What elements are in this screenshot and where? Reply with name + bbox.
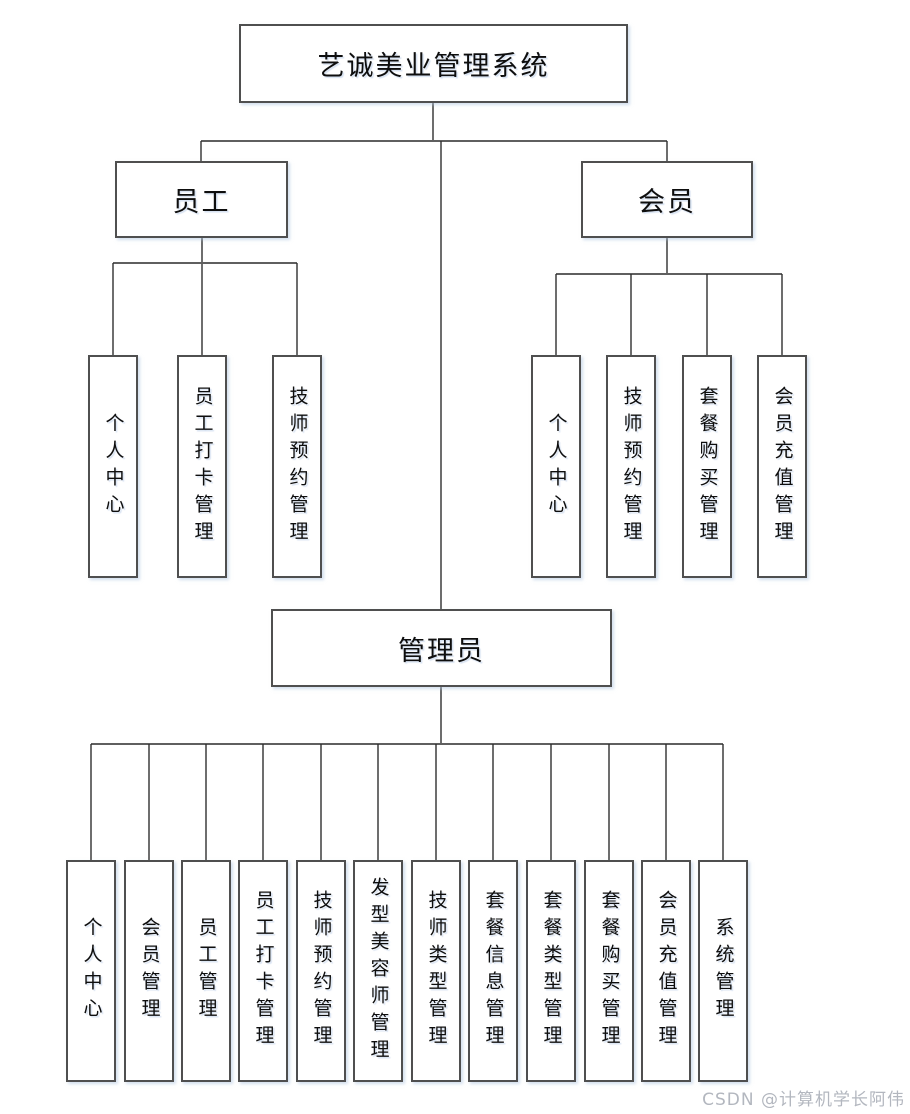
node-admin-member-mgmt: 会员管理 [124,860,174,1082]
csdn-watermark: CSDN @计算机学长阿伟 [702,1090,905,1110]
node-admin-technician-type-mgmt: 技师类型管理 [411,860,461,1082]
node-member: 会员 [581,161,753,238]
node-admin: 管理员 [271,609,612,687]
node-emp-technician-booking-mgmt: 技师预约管理 [272,355,322,578]
node-admin-system-mgmt: 系统管理 [698,860,748,1082]
node-mem-recharge-mgmt: 会员充值管理 [757,355,807,578]
node-admin-package-info-mgmt: 套餐信息管理 [468,860,518,1082]
node-emp-personal-center: 个人中心 [88,355,138,578]
node-emp-clockin-mgmt: 员工打卡管理 [177,355,227,578]
node-mem-personal-center: 个人中心 [531,355,581,578]
node-employee: 员工 [115,161,288,238]
node-root: 艺诚美业管理系统 [239,24,628,103]
node-admin-personal-center: 个人中心 [66,860,116,1082]
node-admin-hairstylist-mgmt: 发型美容师管理 [353,860,403,1082]
node-admin-employee-mgmt: 员工管理 [181,860,231,1082]
node-admin-package-type-mgmt: 套餐类型管理 [526,860,576,1082]
node-admin-clockin-mgmt: 员工打卡管理 [238,860,288,1082]
node-admin-technician-booking-mgmt: 技师预约管理 [296,860,346,1082]
node-mem-package-purchase-mgmt: 套餐购买管理 [682,355,732,578]
node-admin-package-purchase-mgmt: 套餐购买管理 [584,860,634,1082]
node-mem-technician-booking-mgmt: 技师预约管理 [606,355,656,578]
node-admin-recharge-mgmt: 会员充值管理 [641,860,691,1082]
